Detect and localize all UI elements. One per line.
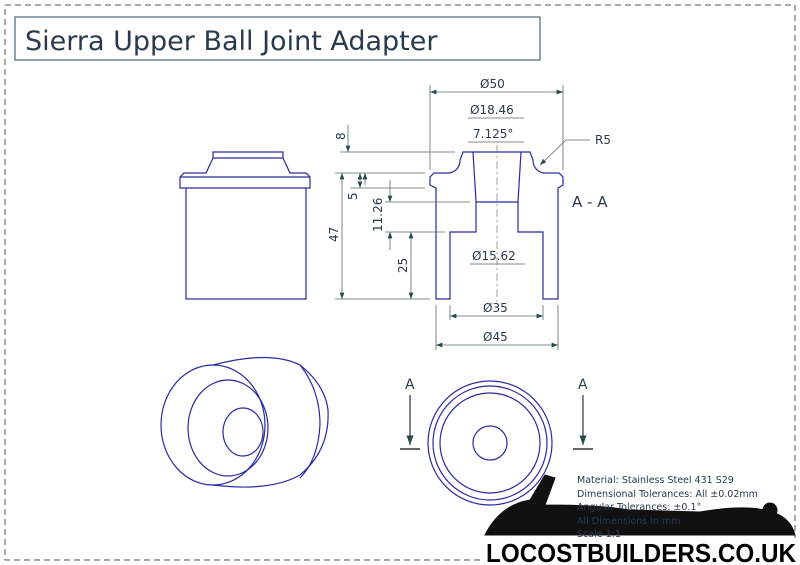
dimension-labels: Ø50 Ø18.46 7.125° R5 Ø15.62 Ø35 Ø45 8 47…: [327, 77, 611, 344]
dim-r5: R5: [595, 133, 611, 147]
front-view: [427, 380, 553, 506]
dim-11-26: 11.26: [371, 198, 385, 232]
note-tolerances: Dimensional Tolerances: All ±0.02mm: [577, 489, 758, 500]
dim-d50: Ø50: [480, 77, 505, 91]
note-material: Material: Stainless Steel 431 S29: [577, 475, 734, 486]
section-view: [429, 145, 564, 305]
section-marker-left: A: [405, 377, 415, 393]
border: [4, 4, 796, 561]
dim-5: 5: [346, 192, 360, 200]
notes: Material: Stainless Steel 431 S29 Dimens…: [577, 475, 758, 540]
dim-47: 47: [327, 227, 341, 242]
note-angular: Angular Tolerances: ±0.1°: [577, 502, 701, 513]
isometric-view: [160, 356, 329, 488]
dim-d45: Ø45: [483, 330, 508, 344]
dim-d35: Ø35: [483, 301, 508, 315]
dim-angle: 7.125°: [473, 127, 513, 141]
dim-d18-46: Ø18.46: [470, 103, 514, 117]
note-scale: Scale 1:1: [577, 529, 621, 540]
section-label: A - A: [572, 193, 608, 211]
logo-text: LOCOSTBUILDERS.CO.UK: [486, 538, 796, 565]
side-view: [179, 151, 311, 300]
dim-25: 25: [396, 258, 410, 273]
section-marker-right: A: [578, 377, 588, 393]
note-units: All Dimensions in mm: [577, 516, 680, 527]
drawing-title: Sierra Upper Ball Joint Adapter: [25, 26, 438, 57]
section-markers: [400, 395, 593, 450]
logo-car-icon: [484, 474, 796, 536]
title-box: [14, 16, 541, 61]
dimension-lines: [335, 85, 590, 350]
dim-8: 8: [334, 132, 348, 140]
dim-d15-62: Ø15.62: [472, 249, 516, 263]
